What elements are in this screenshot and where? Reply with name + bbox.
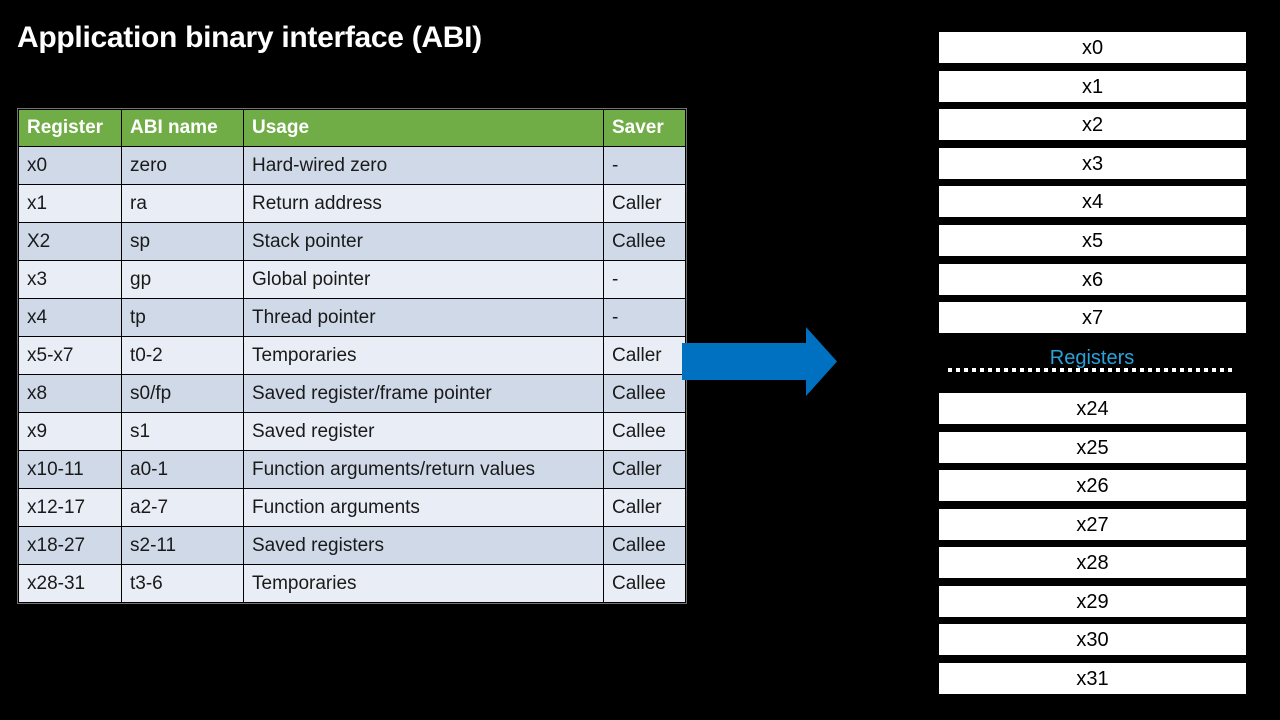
- table-row: x0 zero Hard-wired zero -: [18, 146, 686, 185]
- cell-abi-name: a2-7: [121, 488, 244, 527]
- register-box-x7: x7: [939, 302, 1246, 333]
- register-box-x3: x3: [939, 148, 1246, 179]
- col-header-saver: Saver: [603, 109, 686, 147]
- table-row: x9 s1 Saved register Callee: [18, 412, 686, 451]
- cell-saver: Caller: [603, 450, 686, 489]
- register-box-x5: x5: [939, 225, 1246, 256]
- cell-abi-name: t3-6: [121, 564, 244, 603]
- cell-abi-name: a0-1: [121, 450, 244, 489]
- cell-saver: -: [603, 298, 686, 337]
- register-box-x30: x30: [939, 624, 1246, 655]
- cell-usage: Saved register/frame pointer: [243, 374, 604, 413]
- cell-abi-name: s0/fp: [121, 374, 244, 413]
- cell-saver: Callee: [603, 526, 686, 565]
- cell-saver: Caller: [603, 336, 686, 375]
- table-row: x12-17 a2-7 Function arguments Caller: [18, 488, 686, 527]
- cell-register: x18-27: [18, 526, 122, 565]
- register-box-x27: x27: [939, 509, 1246, 540]
- cell-register: x10-11: [18, 450, 122, 489]
- table-row: x5-x7 t0-2 Temporaries Caller: [18, 336, 686, 375]
- table-row: x28-31 t3-6 Temporaries Callee: [18, 564, 686, 603]
- register-box-x24: x24: [939, 393, 1246, 424]
- cell-register: x9: [18, 412, 122, 451]
- cell-abi-name: zero: [121, 146, 244, 185]
- dotted-divider: [948, 368, 1236, 372]
- register-box-x25: x25: [939, 432, 1246, 463]
- cell-usage: Temporaries: [243, 564, 604, 603]
- cell-saver: -: [603, 260, 686, 299]
- cell-abi-name: sp: [121, 222, 244, 261]
- col-header-abi-name: ABI name: [121, 109, 244, 147]
- registers-label-group: Registers: [948, 346, 1236, 374]
- page-title: Application binary interface (ABI): [17, 21, 482, 54]
- register-box-x0: x0: [939, 32, 1246, 63]
- registers-label: Registers: [1049, 347, 1135, 369]
- table-row: x18-27 s2-11 Saved registers Callee: [18, 526, 686, 565]
- col-header-register: Register: [18, 109, 122, 147]
- cell-register: x8: [18, 374, 122, 413]
- right-arrow-icon: [682, 327, 837, 396]
- col-header-usage: Usage: [243, 109, 604, 147]
- table-row: x10-11 a0-1 Function arguments/return va…: [18, 450, 686, 489]
- cell-saver: Caller: [603, 184, 686, 223]
- cell-usage: Function arguments: [243, 488, 604, 527]
- cell-saver: Callee: [603, 564, 686, 603]
- cell-abi-name: s1: [121, 412, 244, 451]
- cell-register: x0: [18, 146, 122, 185]
- cell-abi-name: s2-11: [121, 526, 244, 565]
- register-box-x4: x4: [939, 186, 1246, 217]
- cell-usage: Stack pointer: [243, 222, 604, 261]
- cell-saver: Callee: [603, 222, 686, 261]
- cell-register: x28-31: [18, 564, 122, 603]
- cell-saver: -: [603, 146, 686, 185]
- abi-register-table: Register ABI name Usage Saver x0 zero Ha…: [18, 109, 686, 603]
- table-row: x1 ra Return address Caller: [18, 184, 686, 223]
- register-box-x1: x1: [939, 71, 1246, 102]
- cell-saver: Callee: [603, 374, 686, 413]
- cell-abi-name: ra: [121, 184, 244, 223]
- cell-saver: Caller: [603, 488, 686, 527]
- table-header-row: Register ABI name Usage Saver: [18, 109, 686, 147]
- table-row: x3 gp Global pointer -: [18, 260, 686, 299]
- cell-saver: Callee: [603, 412, 686, 451]
- register-box-x28: x28: [939, 547, 1246, 578]
- cell-register: x1: [18, 184, 122, 223]
- cell-usage: Global pointer: [243, 260, 604, 299]
- register-box-x29: x29: [939, 586, 1246, 617]
- register-box-x26: x26: [939, 470, 1246, 501]
- cell-register: x5-x7: [18, 336, 122, 375]
- table-row: x4 tp Thread pointer -: [18, 298, 686, 337]
- cell-usage: Saved register: [243, 412, 604, 451]
- table-row: x8 s0/fp Saved register/frame pointer Ca…: [18, 374, 686, 413]
- cell-usage: Function arguments/return values: [243, 450, 604, 489]
- cell-abi-name: gp: [121, 260, 244, 299]
- cell-register: x4: [18, 298, 122, 337]
- register-box-x6: x6: [939, 264, 1246, 295]
- cell-usage: Saved registers: [243, 526, 604, 565]
- cell-usage: Thread pointer: [243, 298, 604, 337]
- cell-usage: Temporaries: [243, 336, 604, 375]
- cell-usage: Return address: [243, 184, 604, 223]
- cell-usage: Hard-wired zero: [243, 146, 604, 185]
- table-row: X2 sp Stack pointer Callee: [18, 222, 686, 261]
- cell-abi-name: t0-2: [121, 336, 244, 375]
- register-box-x31: x31: [939, 663, 1246, 694]
- cell-register: x3: [18, 260, 122, 299]
- cell-abi-name: tp: [121, 298, 244, 337]
- cell-register: x12-17: [18, 488, 122, 527]
- register-box-x2: x2: [939, 109, 1246, 140]
- cell-register: X2: [18, 222, 122, 261]
